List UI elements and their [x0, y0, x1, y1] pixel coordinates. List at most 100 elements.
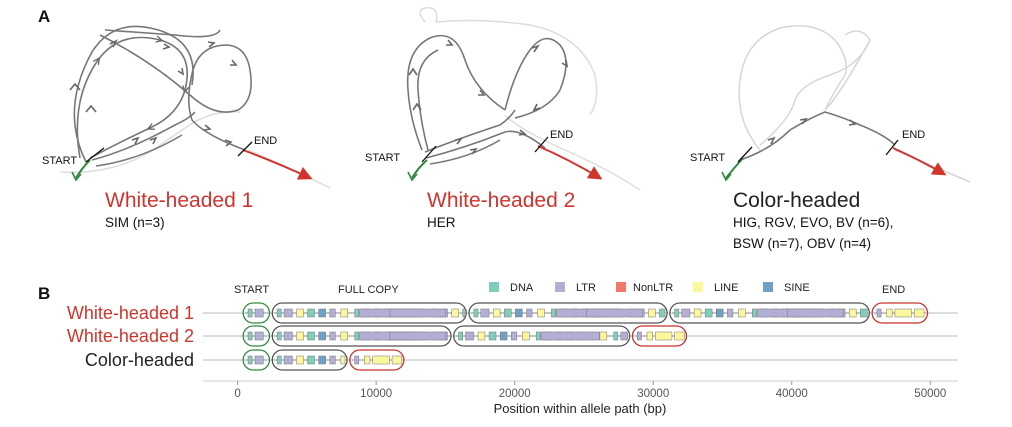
legend-swatch-ltr [555, 282, 565, 292]
te-element [674, 308, 680, 318]
copy-segment-box [453, 325, 631, 347]
x-tick-label: 40000 [776, 388, 808, 400]
te-element [254, 308, 264, 318]
legend-item-ltr: LTR [555, 282, 596, 294]
te-element [276, 331, 282, 341]
legend-label-dna: DNA [510, 282, 534, 294]
start-segment-box [242, 302, 271, 324]
x-tick-label: 0 [234, 388, 240, 400]
te-element [465, 331, 475, 341]
te-element [477, 331, 486, 341]
start-segment-label: START [234, 284, 269, 296]
te-element [329, 355, 336, 365]
track-labels: White-headed 1 White-headed 2 Color-head… [67, 303, 194, 370]
te-element [537, 308, 545, 318]
te-element [693, 308, 702, 318]
legend-item-nonltr: NonLTR [616, 282, 673, 294]
te-element [340, 308, 349, 318]
graph-2-subtitle: HER [427, 215, 456, 230]
graph-3-subtitle-line-2: BSW (n=7), OBV (n=4) [733, 236, 871, 251]
copy-segment [271, 325, 452, 347]
te-element [551, 308, 556, 318]
start-segment-box [242, 325, 271, 347]
te-element [599, 331, 608, 341]
graph-1-subtitle: SIM (n=3) [105, 215, 165, 230]
te-element [283, 331, 293, 341]
te-element [620, 331, 628, 341]
copy-segment-box [271, 302, 467, 324]
te-element [340, 355, 346, 365]
te-element [276, 355, 282, 365]
copy-segment-box [468, 302, 668, 324]
legend-swatch-nonltr [616, 282, 626, 292]
graph-color-headed: START END Color-headed HIG, RGV, EVO, BV… [690, 25, 971, 251]
legend-item-dna: DNA [489, 282, 534, 294]
te-element [254, 355, 264, 365]
te-element [473, 308, 479, 318]
graph-white-headed-1: START END White-headed 1 SIM (n=3) [42, 25, 331, 230]
te-element [307, 331, 315, 341]
copy-segment [669, 302, 870, 324]
te-element [318, 331, 326, 341]
te-element [462, 308, 465, 318]
legend-item-line: LINE [693, 282, 738, 294]
end-segment [349, 349, 405, 371]
te-element [354, 355, 360, 365]
te-element [458, 331, 463, 341]
x-tick-label: 20000 [499, 388, 531, 400]
te-element [283, 308, 293, 318]
te-element [540, 331, 600, 341]
te-element [480, 308, 490, 318]
graph-3-subtitle-line-1: HIG, RGV, EVO, BV (n=6), [733, 215, 893, 230]
end-segment [871, 302, 929, 324]
te-element [307, 355, 315, 365]
graph-3-end-label: END [902, 129, 925, 141]
te-element [364, 355, 371, 365]
graph-2-end-label: END [550, 129, 573, 141]
copy-segment-box [271, 349, 348, 371]
x-tick-label: 30000 [637, 388, 669, 400]
te-element [716, 308, 724, 318]
te-element [296, 308, 304, 318]
te-element [504, 308, 512, 318]
te-element [389, 308, 446, 318]
track-row [203, 325, 958, 347]
te-element [307, 308, 315, 318]
te-element [254, 331, 264, 341]
te-element [329, 308, 336, 318]
panel-b-letter: B [38, 284, 50, 303]
te-element [727, 308, 734, 318]
graph-3-title: Color-headed [733, 189, 860, 212]
te-element [296, 355, 304, 365]
copy-segment [271, 349, 348, 371]
x-tick-label: 50000 [914, 388, 946, 400]
te-element [340, 331, 349, 341]
te-element [247, 355, 253, 365]
graph-white-headed-2: START END White-headed 2 HER [365, 7, 641, 230]
start-segment [242, 302, 271, 324]
te-element [894, 308, 912, 318]
te-element [787, 308, 844, 318]
te-element [674, 331, 685, 341]
track-row [203, 302, 958, 324]
te-element [451, 308, 459, 318]
legend-swatch-dna [489, 282, 499, 292]
graph-1-title: White-headed 1 [105, 189, 253, 212]
copy-segment [468, 302, 668, 324]
te-legend: DNA LTR NonLTR LINE SINE [489, 282, 810, 294]
te-element [296, 331, 304, 341]
te-element [492, 308, 501, 318]
copy-segment [271, 302, 467, 324]
te-element [372, 355, 390, 365]
te-element [886, 308, 893, 318]
legend-label-ltr: LTR [576, 282, 596, 294]
te-element [510, 331, 518, 341]
panel-a-letter: A [38, 7, 50, 26]
x-tick-label: 10000 [360, 388, 392, 400]
end-segment-box [349, 349, 405, 371]
te-element [704, 308, 713, 318]
start-segment [242, 325, 271, 347]
allele-tracks [203, 302, 958, 371]
te-element [646, 331, 653, 341]
end-segment-label: END [882, 284, 905, 296]
